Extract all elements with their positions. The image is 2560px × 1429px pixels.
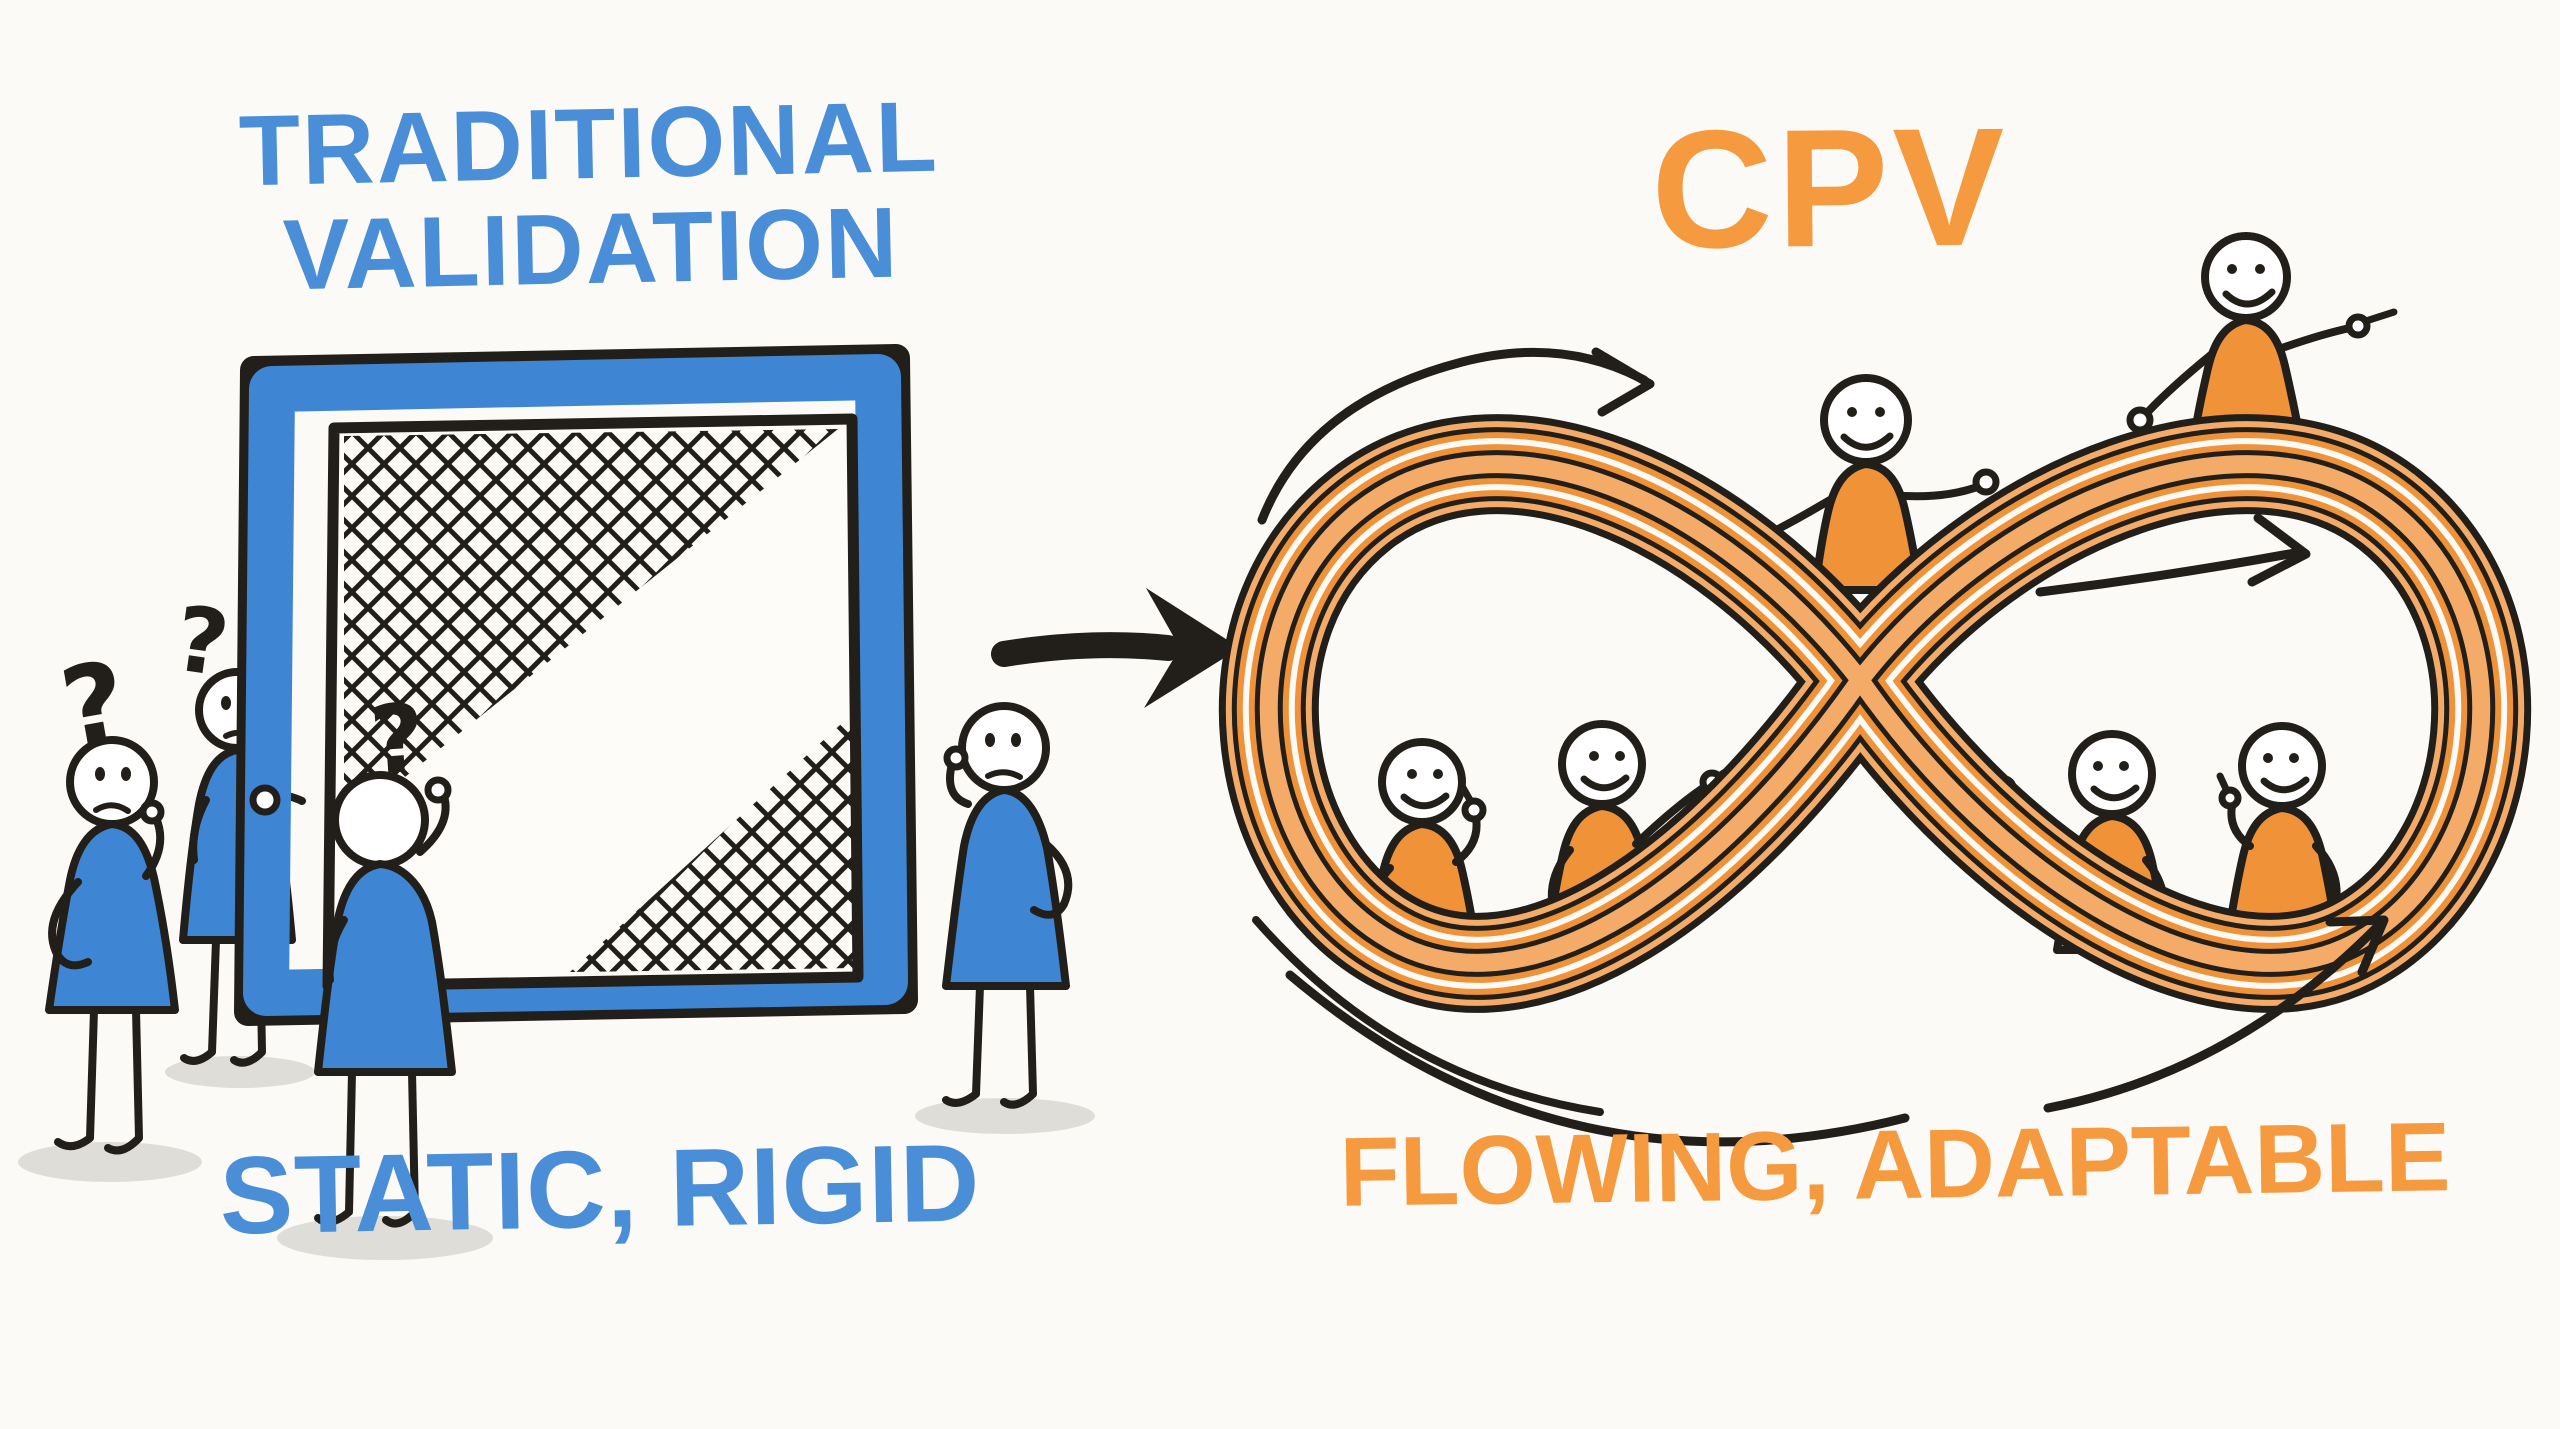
figure-eye: [1615, 751, 1625, 761]
figure-legs: [314, 1068, 419, 1228]
figure-arms-and-legs: [1752, 482, 1984, 656]
figure-hand: [943, 745, 969, 771]
flow-arrow-bottom-right: [2043, 919, 2385, 1113]
figure-eye: [221, 696, 231, 710]
figure-legs: [54, 1006, 143, 1155]
left-panel-title: TRADITIONAL VALIDATION: [168, 81, 1012, 312]
figure-eye: [1875, 407, 1885, 417]
right-panel-caption: FLOWING, ADAPTABLE: [1338, 1101, 2451, 1227]
transition-arrow: [991, 588, 1240, 708]
figure-hand: [1461, 797, 1487, 823]
figure-eye: [2255, 264, 2265, 274]
figure-arms: [2227, 802, 2341, 904]
figure-eye: [2227, 264, 2237, 274]
figure-eye: [1433, 769, 1443, 779]
figure-hand: [139, 799, 165, 825]
confused-stick-figure-right: [942, 702, 1073, 1109]
figure-smile: [2222, 288, 2276, 308]
figure-smile: [1840, 432, 1894, 451]
flow-arrow-top-left: [1257, 347, 1649, 525]
figure-shadow: [165, 1056, 315, 1088]
figure-hand: [2218, 786, 2242, 810]
figure-eye: [1847, 407, 1857, 417]
figure-smile: [2090, 784, 2140, 802]
figure-mouth: [93, 802, 131, 814]
figure-pointing-finger: [2362, 308, 2398, 325]
figure-arm: [325, 916, 348, 984]
figure-head: [1558, 720, 1646, 808]
flow-direction-arrows: [1252, 347, 2389, 1147]
question-mark-icon: ?: [366, 684, 428, 797]
figure-mouth: [985, 769, 1023, 780]
figure-eye: [2289, 753, 2299, 763]
flow-arrowhead-icon: [2325, 915, 2389, 977]
left-title-line2: VALIDATION: [281, 186, 901, 312]
figure-legs: [942, 982, 1037, 1109]
figure-body: [942, 786, 1070, 990]
figure-eye: [2093, 761, 2103, 771]
figure-hand: [2345, 313, 2371, 339]
figure-hand: [424, 776, 452, 804]
figure-smile: [1580, 774, 1630, 792]
figure-head: [2238, 722, 2326, 810]
figure-eye: [121, 767, 131, 781]
figure-thumb: [1458, 782, 1474, 804]
figure-shadow: [915, 1098, 1095, 1134]
figure-hand: [1972, 468, 2000, 496]
figure-thumb: [2216, 772, 2230, 793]
right-panel-title: CPV: [1650, 92, 2010, 284]
figure-arms: [1547, 782, 1710, 904]
figure-eye: [1011, 733, 1021, 747]
figure-eye: [1589, 751, 1599, 761]
figure-eye: [985, 733, 995, 747]
flow-arrowhead-icon: [1591, 347, 1655, 417]
figure-eye: [2263, 753, 2273, 763]
confused-stick-figure-left: [45, 736, 179, 1155]
happy-stick-figure-top-right-pointing: [2126, 232, 2398, 442]
flow-swash-bottom-left: [1285, 970, 1910, 1147]
arrow-shaft: [991, 632, 1181, 667]
arrow-right-icon: [1144, 588, 1240, 708]
figure-arms: [2142, 324, 2354, 418]
figure-hand: [2126, 406, 2154, 434]
figure-head: [958, 702, 1050, 794]
figure-eye: [95, 767, 105, 781]
figure-body: [314, 860, 456, 1076]
figure-head: [2068, 730, 2156, 818]
figure-eye: [1407, 769, 1417, 779]
figure-head: [1378, 738, 1466, 826]
figure-arm-hip: [1030, 840, 1073, 919]
traditional-validation-illustration: ? ? ?: [18, 344, 1095, 1260]
confused-stick-figure-back-view: [314, 771, 456, 1228]
figure-shadow: [277, 1216, 493, 1260]
figure-eye: [2119, 761, 2129, 771]
flow-arrow-right-lobe: [2035, 547, 2305, 597]
figure-smile: [2260, 776, 2310, 794]
flow-swash-bottom-left-inner: [1252, 916, 1604, 1116]
cpv-infinity-illustration: [1252, 232, 2481, 1147]
figure-shadow: [18, 1142, 202, 1182]
flow-arrowhead-icon: [2247, 513, 2311, 587]
left-panel-caption: STATIC, RIGID: [218, 1121, 982, 1258]
figure-smile: [1400, 792, 1450, 810]
crosshatch-top-left: [344, 429, 838, 826]
crosshatch-bottom-right: [570, 714, 856, 972]
figure-hand-on-frame: [249, 784, 281, 816]
question-mark-icon: ?: [52, 638, 135, 772]
figure-arms: [48, 814, 165, 970]
